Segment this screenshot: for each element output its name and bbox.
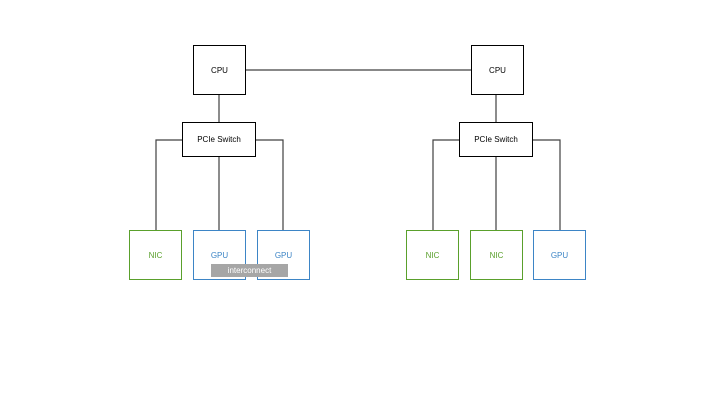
left-nic-box: NIC [129,230,182,280]
right-nic1-label: NIC [425,250,440,260]
left-pcie-switch-label: PCIe Switch [197,135,241,144]
left-gpu2-box: GPU [257,230,310,280]
right-switch-gpu-link [533,139,561,230]
left-gpu1-label: GPU [210,250,229,260]
interconnect-badge: interconnect [211,264,288,277]
right-gpu-box: GPU [533,230,586,280]
right-cpu-box: CPU [471,45,524,95]
right-pcie-switch-label: PCIe Switch [474,135,518,144]
left-switch-gpu2-link [256,139,284,230]
left-cpu-box: CPU [193,45,246,95]
left-pcie-switch-box: PCIe Switch [182,122,256,157]
left-gpu2-label: GPU [274,250,293,260]
right-nic1-box: NIC [406,230,459,280]
left-cpu-label: CPU [211,65,228,75]
right-pcie-switch-box: PCIe Switch [459,122,533,157]
right-cpu-label: CPU [489,65,506,75]
right-nic2-box: NIC [470,230,523,280]
right-switch-nic1-link [432,139,459,230]
left-switch-nic-link [155,139,182,230]
interconnect-label: interconnect [227,266,272,275]
left-nic-label: NIC [148,250,163,260]
right-gpu-label: GPU [550,250,569,260]
right-nic2-label: NIC [489,250,504,260]
